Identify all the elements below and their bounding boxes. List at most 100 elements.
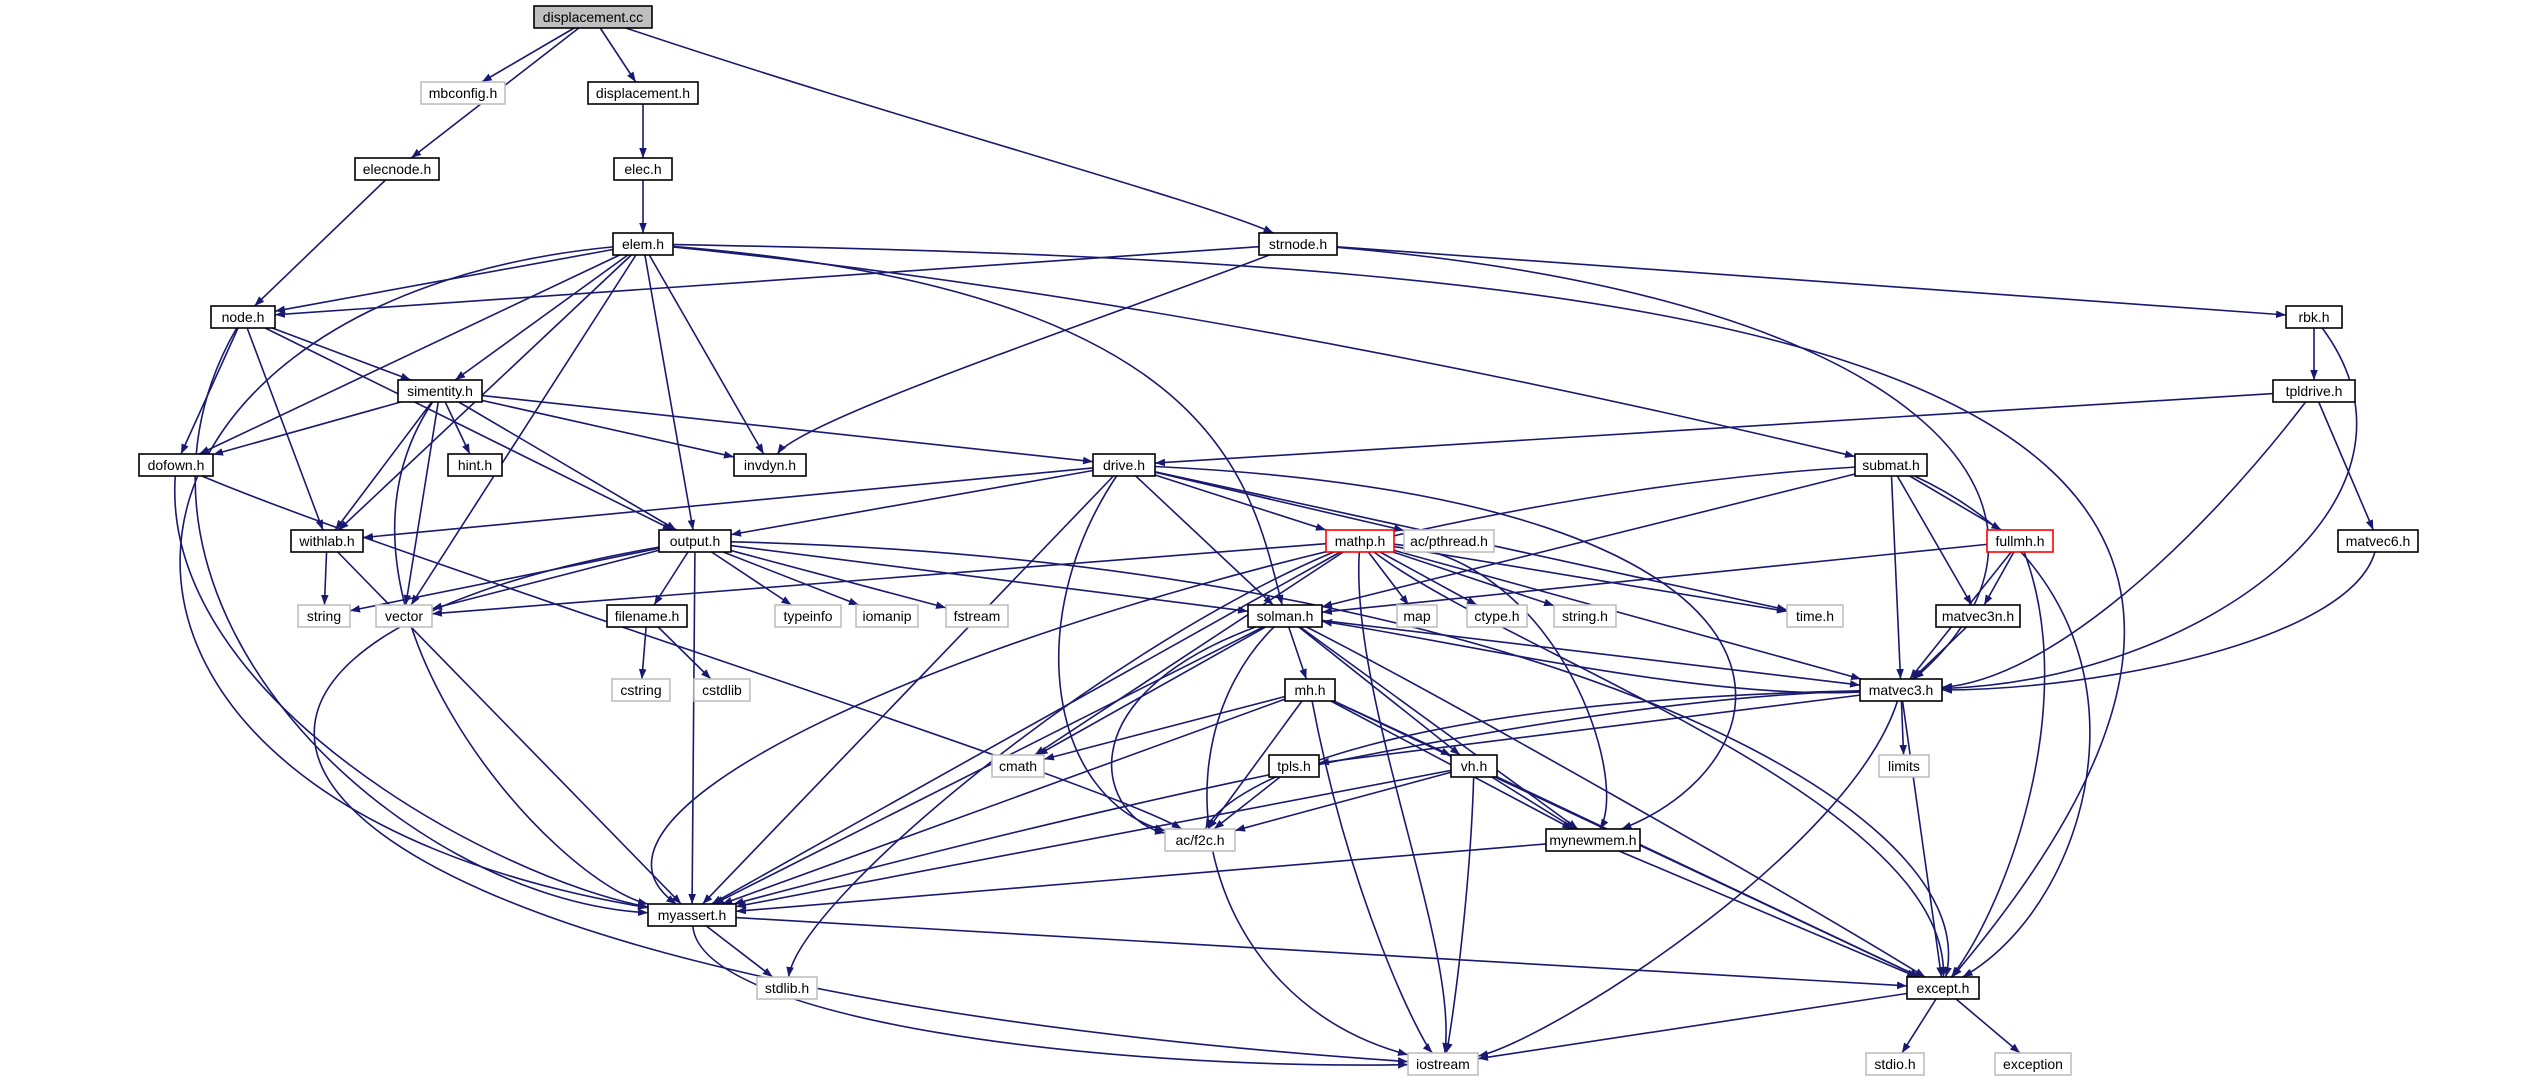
node-label: output.h bbox=[670, 533, 721, 549]
edge-solman-h-to-iostream bbox=[1206, 626, 1409, 1056]
node-box bbox=[693, 678, 751, 702]
node-box bbox=[1878, 754, 1930, 778]
edge-vh-h-to-ac-f2c-h bbox=[1234, 771, 1452, 832]
edge-output-h-to-typeinfo bbox=[711, 551, 792, 606]
node-iostream[interactable]: iostream bbox=[1407, 1052, 1479, 1076]
edge-displacement-cc-to-displacement-h bbox=[599, 27, 637, 83]
node-elem-h[interactable]: elem.h bbox=[612, 232, 674, 256]
edge-simentity-h-to-myassert-h bbox=[394, 401, 649, 906]
node-tpls-h[interactable]: tpls.h bbox=[1268, 754, 1320, 778]
node-submat-h[interactable]: submat.h bbox=[1854, 453, 1928, 477]
node-map[interactable]: map bbox=[1396, 604, 1438, 628]
node-hint-h[interactable]: hint.h bbox=[447, 453, 503, 477]
node-matvec6-h[interactable]: matvec6.h bbox=[2337, 529, 2419, 553]
edge-mh-h-to-myassert-h bbox=[721, 698, 1286, 905]
node-label: fullmh.h bbox=[1995, 533, 2044, 549]
node-matvec3n-h[interactable]: matvec3n.h bbox=[1935, 604, 2021, 628]
node-label: matvec6.h bbox=[2346, 533, 2411, 549]
node-layer: displacement.cc mbconfig.h displacement.h e… bbox=[138, 5, 2419, 1076]
node-node-h[interactable]: node.h bbox=[210, 305, 276, 329]
edge-mynewmem-h-to-myassert-h bbox=[735, 843, 1547, 915]
node-invdyn-h[interactable]: invdyn.h bbox=[733, 453, 807, 477]
edge-tpls-h-to-ac-f2c-h bbox=[1213, 776, 1281, 830]
node-displacement-h[interactable]: displacement.h bbox=[587, 81, 699, 105]
node-withlab-h[interactable]: withlab.h bbox=[290, 529, 364, 553]
node-cstring[interactable]: cstring bbox=[611, 678, 671, 702]
node-label: submat.h bbox=[1862, 457, 1920, 473]
node-string[interactable]: string bbox=[297, 604, 351, 628]
node-box bbox=[1450, 754, 1498, 778]
edge-fullmh-h-to-except-h bbox=[1950, 551, 2046, 978]
node-myassert-h[interactable]: myassert.h bbox=[647, 903, 737, 927]
edge-mathp-h-to-cmath bbox=[1034, 551, 1344, 756]
edge-drive-h-to-solman-h bbox=[1135, 475, 1274, 606]
node-dofown-h[interactable]: dofown.h bbox=[138, 453, 214, 477]
edge-simentity-h-to-output-h bbox=[458, 401, 677, 531]
node-box bbox=[1553, 604, 1617, 628]
edge-simentity-h-to-vector bbox=[403, 401, 440, 606]
node-output-h[interactable]: output.h bbox=[658, 529, 732, 553]
edge-submat-h-to-matvec3n-h bbox=[1896, 475, 1973, 606]
node-tpldrive-h[interactable]: tpldrive.h bbox=[2272, 379, 2356, 403]
node-drive-h[interactable]: drive.h bbox=[1092, 453, 1156, 477]
edge-output-h-to-iostream bbox=[313, 546, 1409, 1065]
node-fstream[interactable]: fstream bbox=[945, 604, 1009, 628]
node-label: time.h bbox=[1796, 608, 1834, 624]
edge-layer bbox=[174, 27, 2376, 1069]
node-cstdlib[interactable]: cstdlib bbox=[693, 678, 751, 702]
node-label: filename.h bbox=[615, 608, 680, 624]
node-mh-h[interactable]: mh.h bbox=[1284, 678, 1336, 702]
node-elec-h[interactable]: elec.h bbox=[613, 157, 673, 181]
node-solman-h[interactable]: solman.h bbox=[1247, 604, 1323, 628]
edge-drive-h-to-myassert-h bbox=[701, 475, 1115, 905]
edge-elem-h-to-myassert-h bbox=[179, 246, 649, 910]
node-iomanip[interactable]: iomanip bbox=[855, 604, 919, 628]
node-filename-h[interactable]: filename.h bbox=[606, 604, 688, 628]
node-rbk-h[interactable]: rbk.h bbox=[2285, 305, 2343, 329]
edge-tpldrive-h-to-matvec3-h bbox=[1941, 401, 2307, 691]
edge-node-h-to-withlab-h bbox=[246, 327, 324, 531]
node-fullmh-h[interactable]: fullmh.h bbox=[1986, 529, 2054, 553]
node-label: mynewmem.h bbox=[1549, 832, 1636, 848]
node-stdio-h[interactable]: stdio.h bbox=[1865, 1052, 1925, 1076]
edge-submat-h-to-matvec3-h bbox=[1890, 475, 1904, 680]
edge-simentity-h-to-invdyn-h bbox=[481, 399, 735, 459]
node-mynewmem-h[interactable]: mynewmem.h bbox=[1545, 828, 1641, 852]
node-matvec3-h[interactable]: matvec3.h bbox=[1859, 678, 1943, 702]
node-except-h[interactable]: except.h bbox=[1906, 976, 1980, 1000]
node-displacement-cc[interactable]: displacement.cc bbox=[533, 5, 653, 29]
node-mathp-h[interactable]: mathp.h bbox=[1325, 529, 1395, 553]
node-box bbox=[1403, 529, 1495, 553]
node-stdlib-h[interactable]: stdlib.h bbox=[756, 976, 818, 1000]
edge-filename-h-to-cstdlib bbox=[657, 626, 712, 680]
node-box bbox=[1466, 604, 1528, 628]
node-elecnode-h[interactable]: elecnode.h bbox=[354, 157, 440, 181]
node-time-h[interactable]: time.h bbox=[1786, 604, 1844, 628]
node-label: fstream bbox=[954, 608, 1001, 624]
node-vh-h[interactable]: vh.h bbox=[1450, 754, 1498, 778]
node-mbconfig-h[interactable]: mbconfig.h bbox=[420, 81, 506, 105]
node-simentity-h[interactable]: simentity.h bbox=[397, 379, 483, 403]
edge-node-h-to-myassert-h bbox=[194, 327, 649, 917]
edge-displacement-cc-to-strnode-h bbox=[625, 27, 1274, 234]
node-vector[interactable]: vector bbox=[375, 604, 433, 628]
node-box bbox=[2285, 305, 2343, 329]
edge-solman-h-to-matvec3-h bbox=[1321, 619, 1861, 688]
node-string-h[interactable]: string.h bbox=[1553, 604, 1617, 628]
edge-filename-h-to-cstring bbox=[638, 626, 647, 680]
node-ctype-h[interactable]: ctype.h bbox=[1466, 604, 1528, 628]
node-label: mbconfig.h bbox=[429, 85, 497, 101]
node-exception[interactable]: exception bbox=[1994, 1052, 2072, 1076]
node-ac-f2c-h[interactable]: ac/f2c.h bbox=[1164, 828, 1236, 852]
node-label: elec.h bbox=[624, 161, 661, 177]
node-cmath[interactable]: cmath bbox=[991, 754, 1045, 778]
node-ac-pthread-h[interactable]: ac/pthread.h bbox=[1403, 529, 1495, 553]
edge-drive-h-to-mathp-h bbox=[1154, 474, 1327, 531]
node-box bbox=[1396, 604, 1438, 628]
node-typeinfo[interactable]: typeinfo bbox=[774, 604, 842, 628]
node-strnode-h[interactable]: strnode.h bbox=[1258, 232, 1338, 256]
node-box bbox=[1859, 678, 1943, 702]
edge-tpldrive-h-to-matvec6-h bbox=[2317, 401, 2375, 531]
node-box bbox=[1545, 828, 1641, 852]
node-limits[interactable]: limits bbox=[1878, 754, 1930, 778]
